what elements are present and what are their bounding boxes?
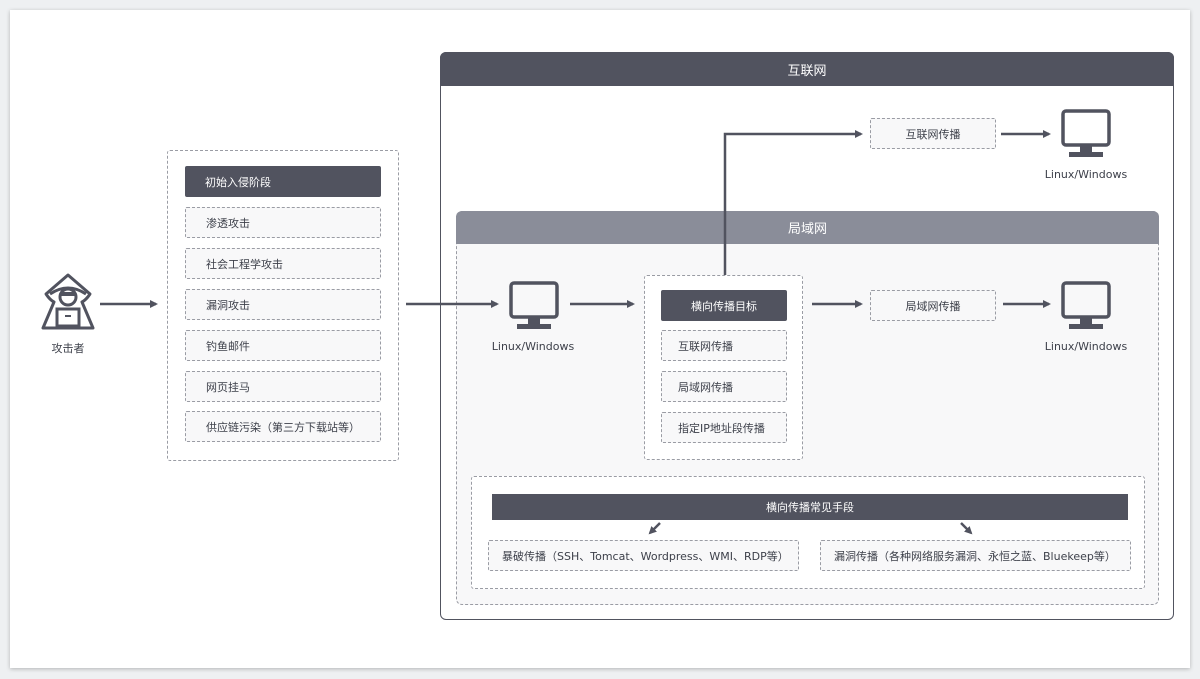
initial-stage-item: 渗透攻击 — [185, 207, 381, 238]
lateral-method-item: 漏洞传播（各种网络服务漏洞、永恒之蓝、Bluekeep等） — [820, 540, 1131, 571]
host-label: Linux/Windows — [1044, 340, 1128, 353]
hacker-icon — [41, 273, 95, 330]
internet-zone-title: 互联网 — [440, 52, 1174, 86]
host-label: Linux/Windows — [1044, 168, 1128, 181]
lateral-targets-header: 横向传播目标 — [661, 290, 787, 321]
computer-icon — [509, 281, 559, 329]
attacker-label: 攻击者 — [51, 342, 85, 355]
initial-stage-item: 网页挂马 — [185, 371, 381, 402]
arrow-methods-left — [648, 522, 661, 535]
initial-stage-item: 钓鱼邮件 — [185, 330, 381, 361]
lan-spread-box: 局域网传播 — [870, 290, 996, 321]
host-label: Linux/Windows — [491, 340, 575, 353]
lateral-target-item: 局域网传播 — [661, 371, 787, 402]
initial-stage-item: 供应链污染（第三方下载站等） — [185, 411, 381, 442]
internet-spread-box: 互联网传播 — [870, 118, 996, 149]
lateral-target-item: 互联网传播 — [661, 330, 787, 361]
lateral-methods-header: 横向传播常见手段 — [492, 494, 1128, 520]
computer-icon — [1061, 281, 1111, 329]
initial-stage-item: 漏洞攻击 — [185, 289, 381, 320]
lan-zone-title: 局域网 — [456, 211, 1159, 244]
lateral-method-item: 暴破传播（SSH、Tomcat、Wordpress、WMI、RDP等） — [488, 540, 799, 571]
arrow-methods-right — [960, 522, 973, 535]
arrow-targets-to-internet — [723, 130, 863, 275]
initial-stage-header: 初始入侵阶段 — [185, 166, 381, 197]
computer-icon — [1061, 109, 1111, 157]
initial-stage-item: 社会工程学攻击 — [185, 248, 381, 279]
lateral-target-item: 指定IP地址段传播 — [661, 412, 787, 443]
